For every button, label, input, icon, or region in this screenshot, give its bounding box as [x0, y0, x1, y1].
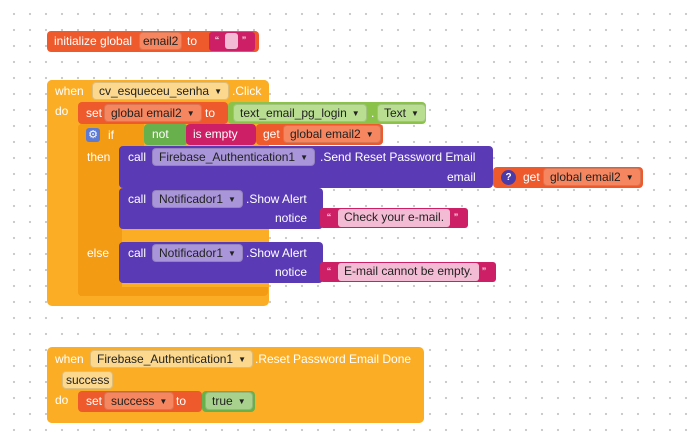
notifier-dropdown-1[interactable]: Notificador1▼ — [152, 190, 243, 208]
notice-label-1: notice — [275, 211, 308, 225]
done-component-dropdown[interactable]: Firebase_Authentication1▼ — [90, 350, 254, 368]
get-email2-block[interactable]: get global email2▼ — [256, 124, 383, 145]
click-event-header[interactable]: when cv_esqueceu_senha▼ .Click — [47, 80, 269, 102]
if-header-row[interactable]: ⚙ if — [78, 124, 144, 146]
set-to-label: to — [205, 106, 216, 120]
get-label: get — [263, 127, 280, 141]
true-block[interactable]: true▼ — [202, 391, 255, 412]
textbox-getter-block[interactable]: text_email_pg_login▼ . Text▼ — [228, 102, 426, 124]
text-check-email-block[interactable]: “ Check your e-mail. ” — [320, 208, 468, 228]
firebase-method: .Send Reset Password Email — [320, 150, 476, 164]
firebase-send-reset-block[interactable]: call Firebase_Authentication1▼ .Send Res… — [119, 146, 493, 188]
initialize-global-block[interactable]: initialize global email2 to “ ” — [47, 31, 259, 52]
click-when-label: when — [55, 84, 84, 98]
if-else-bottom — [78, 287, 268, 296]
textbox-dot: . — [371, 106, 375, 120]
done-do-label: do — [55, 393, 69, 407]
chevron-down-icon: ▼ — [625, 173, 634, 182]
if-else-block[interactable] — [78, 124, 122, 296]
is-empty-label: is empty — [193, 127, 238, 141]
show-alert-method-1: .Show Alert — [246, 192, 307, 206]
gear-icon[interactable]: ⚙ — [86, 128, 100, 142]
chevron-down-icon: ▼ — [186, 109, 195, 118]
text-email-empty-value[interactable]: E-mail cannot be empty. — [338, 263, 479, 281]
notifier-dropdown-2[interactable]: Notificador1▼ — [152, 244, 243, 262]
set-email2-block[interactable]: set global email2▼ to — [78, 102, 228, 124]
chevron-down-icon: ▼ — [228, 195, 236, 204]
done-event-bottom — [47, 413, 424, 423]
get-email-param-block[interactable]: ? get global email2▼ — [493, 167, 643, 188]
done-param-success[interactable]: success — [62, 371, 114, 389]
email-get-var-dropdown[interactable]: global email2▼ — [543, 168, 641, 186]
text-check-email-value[interactable]: Check your e-mail. — [338, 209, 451, 227]
not-block[interactable]: not — [144, 124, 188, 145]
done-set-label: set — [86, 394, 103, 408]
then-label: then — [87, 150, 111, 164]
click-event-name: .Click — [232, 84, 262, 98]
textbox-component-dropdown[interactable]: text_email_pg_login▼ — [233, 104, 367, 122]
help-icon[interactable]: ? — [501, 170, 516, 185]
done-event-block[interactable]: when Firebase_Authentication1▼ .Reset Pa… — [47, 347, 424, 423]
chevron-down-icon: ▼ — [214, 87, 223, 96]
init-var-name[interactable]: email2 — [139, 32, 183, 50]
chevron-down-icon: ▼ — [300, 153, 309, 162]
notice-label-2: notice — [275, 265, 308, 279]
textbox-prop-dropdown[interactable]: Text▼ — [377, 104, 426, 122]
done-when-label: when — [55, 352, 84, 366]
chevron-down-icon: ▼ — [351, 109, 360, 118]
init-label: initialize global — [54, 34, 133, 48]
call-label-2: call — [128, 192, 147, 206]
set-success-block[interactable]: set success▼ to — [78, 391, 202, 412]
click-component-dropdown[interactable]: cv_esqueceu_senha▼ — [92, 82, 230, 100]
is-empty-block[interactable]: is empty — [186, 124, 256, 145]
show-alert-else-block[interactable]: call Notificador1▼ .Show Alert notice — [119, 242, 323, 283]
else-label: else — [87, 246, 110, 260]
init-text-value[interactable] — [225, 33, 238, 49]
show-alert-method-2: .Show Alert — [246, 246, 307, 260]
set-var-dropdown[interactable]: global email2▼ — [104, 104, 202, 122]
chevron-down-icon: ▼ — [228, 249, 236, 258]
done-set-var-dropdown[interactable]: success▼ — [104, 392, 175, 410]
chevron-down-icon: ▼ — [365, 130, 374, 139]
chevron-down-icon: ▼ — [237, 397, 246, 406]
email-param-label: email — [447, 170, 476, 184]
true-dropdown[interactable]: true▼ — [205, 392, 253, 410]
done-set-to-label: to — [176, 394, 187, 408]
get-var-dropdown[interactable]: global email2▼ — [283, 125, 381, 143]
text-email-empty-block[interactable]: “ E-mail cannot be empty. ” — [320, 262, 496, 282]
email-get-label: get — [523, 170, 540, 184]
not-label: not — [152, 127, 169, 141]
show-alert-then-block[interactable]: call Notificador1▼ .Show Alert notice — [119, 188, 323, 229]
chevron-down-icon: ▼ — [411, 109, 419, 118]
click-do-label: do — [55, 104, 69, 118]
done-event-name: .Reset Password Email Done — [255, 352, 412, 366]
chevron-down-icon: ▼ — [159, 397, 168, 406]
call-label-1: call — [128, 150, 147, 164]
if-label: if — [108, 128, 114, 142]
chevron-down-icon: ▼ — [238, 355, 247, 364]
init-to-label: to — [187, 34, 198, 48]
set-label: set — [86, 106, 103, 120]
firebase-component-dropdown[interactable]: Firebase_Authentication1▼ — [152, 148, 316, 166]
init-text-block[interactable]: “ ” — [209, 32, 255, 51]
call-label-3: call — [128, 246, 147, 260]
